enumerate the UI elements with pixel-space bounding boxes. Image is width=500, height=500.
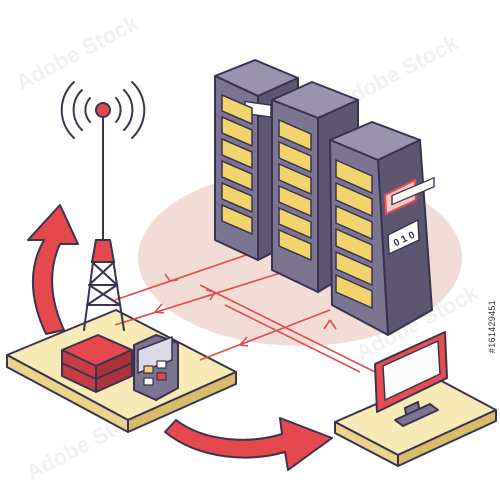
tower-base-box: [61, 334, 133, 393]
tower-top-cap: [90, 239, 116, 263]
server-rack-3-drives: [335, 158, 373, 310]
upload-arrow-icon: [27, 204, 79, 335]
forward-arrow-icon: [164, 417, 333, 471]
control-unit: [133, 334, 179, 401]
signal-waves: [60, 81, 146, 139]
antenna-signal-icon: [95, 102, 111, 118]
stock-id-label: #161429451: [487, 300, 497, 354]
monitor: [374, 177, 448, 427]
server-rack-1-drives: [221, 93, 253, 236]
server-rack-2-drives: [278, 118, 312, 262]
connection-lines: [114, 251, 376, 373]
